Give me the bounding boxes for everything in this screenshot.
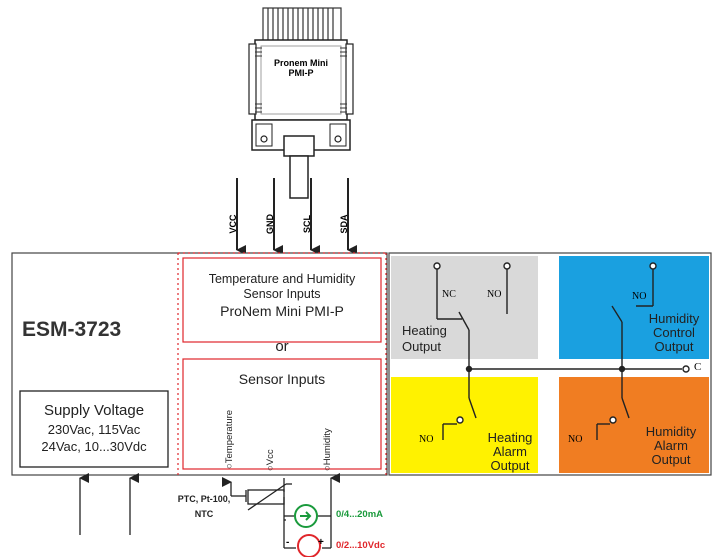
sensor-label: Pronem Mini PMI-P — [263, 58, 339, 78]
input-wiring — [79, 473, 340, 549]
humidity-alarm-line2: Alarm — [654, 438, 688, 453]
terminal-temperature: ○Temperature — [224, 409, 235, 469]
pmi-input-line2: Sensor Inputs — [243, 287, 321, 301]
pmi-input-line3: ProNem Mini PMI-P — [220, 303, 344, 319]
humidity-alarm-no: NO — [568, 434, 583, 445]
ptc-line1: PTC, Pt-100, — [177, 494, 231, 504]
voltage-source-icon — [297, 534, 321, 557]
supply-line2: 24Vac, 10...30Vdc — [41, 439, 147, 454]
terminal-humidity-text: Humidity — [322, 428, 333, 466]
humidity-control-zone — [559, 256, 709, 359]
humidity-alarm-line1: Humidity — [645, 424, 697, 439]
sensor-label-line2: PMI-P — [288, 68, 314, 78]
heating-output-line1: Heating — [402, 323, 447, 338]
humidity-control-label: Humidity Control Output — [640, 312, 708, 354]
humidity-control-line3: Output — [654, 339, 694, 354]
supply-line1: 230Vac, 115Vac — [47, 422, 141, 437]
heating-no: NO — [487, 289, 502, 300]
humidity-alarm-label: Humidity Alarm Output — [638, 425, 704, 467]
ptc-label: PTC, Pt-100, NTC — [163, 492, 245, 522]
sensor-label-line1: Pronem Mini — [273, 58, 328, 68]
terminal-temperature-text: Temperature — [224, 409, 235, 464]
humidity-alarm-zone — [559, 377, 709, 473]
current-range-label: 0/4...20mA — [336, 509, 383, 520]
voltage-minus: - — [286, 537, 290, 548]
heating-nc: NC — [442, 289, 456, 300]
heating-output-line2: Output — [402, 339, 442, 354]
voltage-plus: + — [318, 537, 324, 548]
device-model: ESM-3723 — [22, 318, 122, 341]
terminal-vcc: ○Vcc — [265, 449, 276, 471]
humidity-alarm-line3: Output — [651, 452, 691, 467]
heating-alarm-line2: Alarm — [493, 444, 527, 459]
ptc-line2: NTC — [194, 509, 214, 519]
voltage-range-label: 0/2...10Vdc — [336, 540, 386, 551]
terminal-vcc-text: Vcc — [265, 449, 276, 466]
heating-output-zone — [391, 256, 538, 359]
humidity-control-line1: Humidity — [648, 311, 700, 326]
terminal-humidity: ○Humidity — [322, 428, 333, 471]
signal-scl: SCL — [302, 215, 312, 233]
pmi-input-line1: Temperature and Humidity — [208, 272, 356, 286]
sensor-inputs-title: Sensor Inputs — [238, 371, 326, 387]
sensor-device — [248, 7, 354, 199]
humidity-control-no: NO — [632, 291, 647, 302]
common-terminal: C — [694, 361, 702, 373]
sensor-input-box — [182, 358, 382, 470]
heating-output-label: Heating Output — [402, 323, 447, 355]
signal-sda: SDA — [339, 214, 349, 234]
supply-title: Supply Voltage — [43, 402, 145, 419]
supply-text: Supply Voltage 230Vac, 115Vac 24Vac, 10.… — [20, 401, 168, 455]
heating-alarm-zone — [391, 377, 538, 473]
pmi-input-text: Temperature and Humidity Sensor Inputs P… — [183, 272, 381, 320]
heating-alarm-line3: Output — [490, 458, 530, 473]
heating-alarm-label: Heating Alarm Output — [478, 431, 542, 473]
heating-alarm-no: NO — [419, 434, 434, 445]
heating-alarm-line1: Heating — [487, 430, 533, 445]
supply-box — [19, 390, 169, 468]
signal-gnd: GND — [265, 214, 275, 234]
signal-arrows — [236, 178, 357, 255]
signal-vcc: VCC — [228, 214, 238, 234]
or-label: or — [275, 338, 289, 355]
relay-wiring — [433, 262, 690, 440]
pmi-input-box — [182, 257, 382, 343]
humidity-control-line2: Control — [653, 325, 695, 340]
